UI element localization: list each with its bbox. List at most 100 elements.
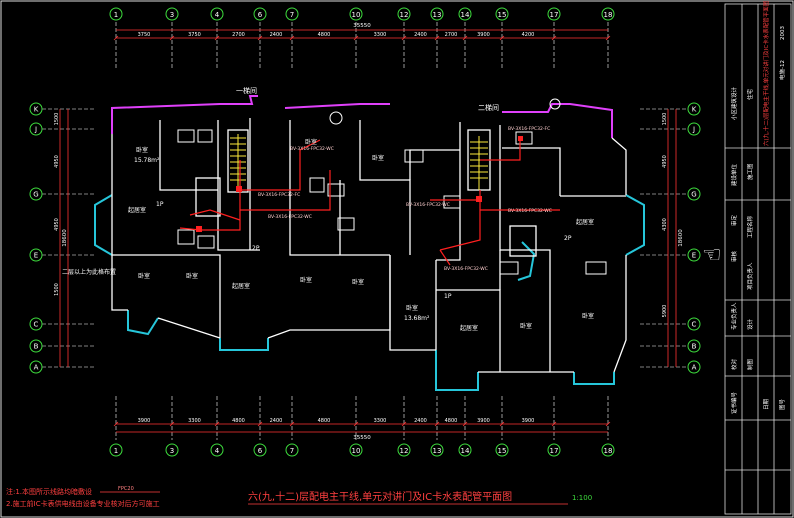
dim-top-tick-4 (289, 35, 295, 41)
dim-right-2: 4300 (662, 218, 668, 231)
dim-top-6: 2400 (414, 32, 427, 38)
dimension-lines (59, 29, 677, 433)
axis-label-top-11: 18 (604, 11, 613, 19)
axis-bubble-left-3 (29, 248, 43, 262)
tb-drawing-no: 电施-12 (778, 60, 786, 80)
axis-bubble-bottom-6 (397, 443, 411, 457)
dim-top-tick-6 (401, 35, 407, 41)
axis-bubble-right-1 (687, 122, 701, 136)
title-block-text: 小区建筑设计 住宅 六(九,十二)层配电主干线,单元对讲门及IC卡水表配管平面图… (730, 0, 786, 414)
room-living-a: 起居室 (128, 206, 146, 214)
wiring-label-3: BV-3X16-FPC32-WC (290, 146, 334, 152)
tb-role-7: 制图 (746, 358, 754, 370)
dim-bottom-6: 2400 (414, 418, 427, 424)
room-bed-j: 卧室 (582, 312, 594, 320)
wiring-label-2: BV-3X16-FPC32-WC (268, 214, 312, 220)
axis-bubble-right-0 (687, 102, 701, 116)
axis-label-right-4: C (692, 321, 697, 329)
axis-label-right-0: K (692, 106, 697, 114)
dim-bottom-tick-5 (353, 421, 359, 427)
axis-label-top-7: 13 (433, 11, 442, 19)
tb-stage: 施工图 (746, 163, 754, 180)
roof-outline (111, 95, 613, 138)
axis-bubble-top-2 (210, 7, 224, 21)
axis-label-left-6: A (34, 364, 39, 372)
dim-top-1: 3750 (188, 32, 201, 38)
axis-label-right-5: B (692, 343, 697, 351)
axis-label-bottom-0: 1 (114, 447, 118, 455)
dim-bottom-tick-10 (551, 421, 557, 427)
dim-bottom-7: 4800 (445, 418, 458, 424)
axis-label-bottom-4: 7 (290, 447, 294, 455)
tb-footer-a: 图号 (778, 398, 786, 410)
tb-cert: 证书编号 (730, 391, 738, 414)
room-living-d: 起居室 (576, 218, 594, 226)
dim-bottom-2: 4800 (232, 418, 245, 424)
tb-subproject: 住宅 (746, 88, 754, 100)
dim-bottom-tick-9 (499, 421, 505, 427)
axis-label-bottom-8: 14 (461, 447, 470, 455)
room-bed-b: 卧室 (138, 272, 150, 280)
tb-role-6: 设计 (746, 318, 754, 330)
axis-label-top-10: 17 (550, 11, 559, 19)
dim-bottom-total: 35550 (353, 435, 371, 441)
dim-bottom-tick-11 (605, 421, 611, 427)
axis-bubble-top-4 (285, 7, 299, 21)
axis-label-right-3: E (692, 252, 696, 260)
dim-right-1: 4950 (662, 155, 668, 168)
wiring-label-4: BV-3X16-FPC32-FC (508, 126, 550, 132)
axis-bubble-bottom-4 (285, 443, 299, 457)
axis-bubble-top-0 (109, 7, 123, 21)
walls (111, 118, 627, 373)
axis-label-top-5: 10 (352, 11, 361, 19)
room-bed-e: 卧室 (352, 278, 364, 286)
axis-label-bottom-5: 10 (352, 447, 361, 455)
room-bed-d: 卧室 (300, 276, 312, 284)
dim-bottom-1: 3300 (188, 418, 201, 424)
dim-top-9: 4200 (522, 32, 535, 38)
axis-label-top-8: 14 (461, 11, 470, 19)
axis-bubble-bottom-11 (601, 443, 615, 457)
axis-label-right-1: J (692, 126, 695, 134)
dim-bottom-9: 3900 (522, 418, 535, 424)
note-2: 2.施工前IC卡表供电线由设备专业核对后方可施工 (6, 499, 160, 508)
axis-bubble-right-5 (687, 339, 701, 353)
axis-bubble-left-4 (29, 317, 43, 331)
dim-bottom-tick-1 (169, 421, 175, 427)
axis-bubble-right-3 (687, 248, 701, 262)
axis-bubble-top-9 (495, 7, 509, 21)
dim-top-tick-11 (605, 35, 611, 41)
dim-bottom-tick-6 (401, 421, 407, 427)
axis-label-bottom-1: 3 (170, 447, 174, 455)
dim-top-tick-2 (214, 35, 220, 41)
axis-label-bottom-11: 18 (604, 447, 613, 455)
wiring-routes (179, 139, 560, 266)
tb-footer-b: 日期 (763, 398, 770, 410)
axis-bubble-bottom-0 (109, 443, 123, 457)
room-bed-i: 卧室 (520, 322, 532, 330)
dim-left-2: 4950 (54, 218, 60, 231)
axis-label-left-4: C (34, 321, 39, 329)
meter-boxes (196, 136, 523, 232)
axis-bubble-right-4 (687, 317, 701, 331)
marker-1: 1P (156, 201, 164, 208)
axis-label-left-2: G (33, 191, 38, 199)
room-bed-f: 卧室 (305, 138, 317, 146)
dim-bottom-tick-2 (214, 421, 220, 427)
tb-role-8: 校对 (730, 358, 738, 370)
axis-bubble-bottom-5 (349, 443, 363, 457)
marker-3: 1P (444, 293, 452, 300)
axis-bubble-left-1 (29, 122, 43, 136)
axis-bubble-top-5 (349, 7, 363, 21)
dim-bottom-5: 3300 (374, 418, 387, 424)
grid-axes (29, 7, 701, 457)
axis-bubble-left-5 (29, 339, 43, 353)
axis-bubble-bottom-7 (430, 443, 444, 457)
wiring-label-5: BV-3X16-FPC32-WC (406, 202, 450, 208)
hand-cursor-icon: ☜ (702, 243, 722, 268)
axis-label-bottom-10: 17 (550, 447, 559, 455)
drawing-scale: 1:100 (572, 494, 592, 502)
dim-left-0: 1500 (54, 113, 60, 126)
room-bed-a: 卧室 (136, 146, 148, 154)
